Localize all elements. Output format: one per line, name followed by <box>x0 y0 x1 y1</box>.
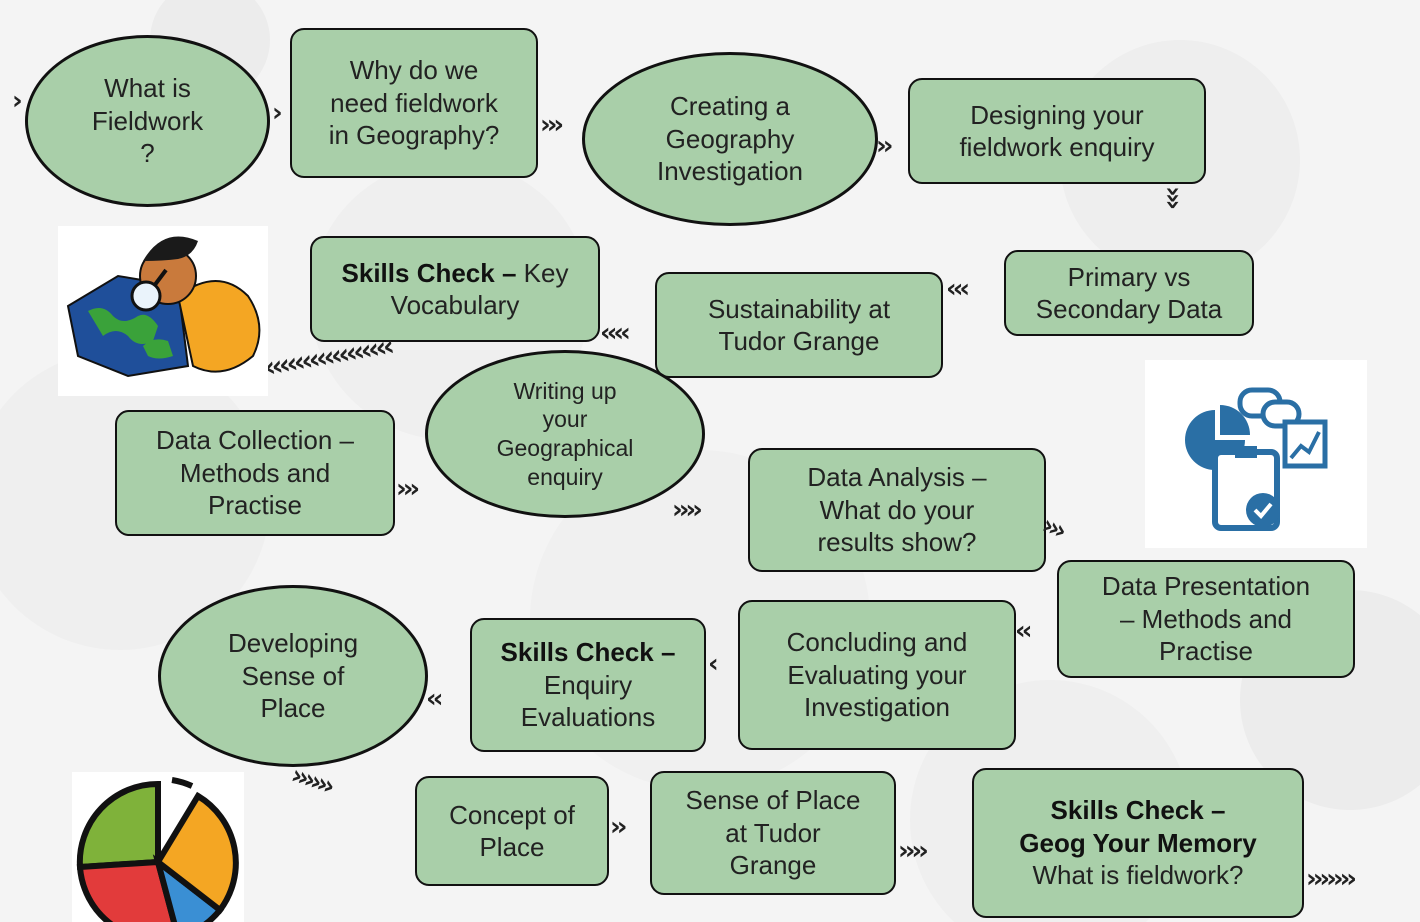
node-line: Investigation <box>804 692 950 723</box>
node-line: Evaluations <box>520 702 656 733</box>
data-analysis-icon <box>1145 360 1367 548</box>
node-line: Vocabulary <box>390 290 520 320</box>
node-line: Secondary Data <box>1035 294 1223 324</box>
node-concept-place[interactable]: Concept of Place <box>415 776 609 886</box>
node-line: fieldwork enquiry <box>959 132 1155 162</box>
node-line: ? <box>140 138 155 169</box>
node-writing-up[interactable]: Writing up your Geographical enquiry <box>425 350 705 518</box>
node-why-fieldwork[interactable]: Why do we need fieldwork in Geography? <box>290 28 538 178</box>
node-line: What is fieldwork? <box>1032 860 1244 891</box>
node-line: Geographical <box>496 435 634 461</box>
node-line: What do your <box>819 494 975 525</box>
skills-check-title: Geog Your Memory <box>1019 827 1257 858</box>
node-line: Investigation <box>657 156 803 187</box>
arrow-connector: ‹‹ <box>426 684 444 714</box>
node-what-is-fieldwork[interactable]: What is Fieldwork ? <box>25 35 270 207</box>
node-concluding[interactable]: Concluding and Evaluating your Investiga… <box>738 600 1016 750</box>
node-line: Developing <box>227 628 359 659</box>
node-line: need fieldwork <box>330 87 498 118</box>
node-line: Evaluating your <box>787 659 967 690</box>
magnifying-glass-map-boy-icon <box>58 226 268 396</box>
arrow-connector: ›››› <box>672 495 703 525</box>
node-line: Writing up <box>513 377 617 404</box>
node-line: Concept of <box>449 799 575 830</box>
node-line: Sense of <box>241 660 345 691</box>
node-line: your <box>542 406 588 433</box>
node-line: in Geography? <box>328 120 500 151</box>
node-line: Sustainability at <box>707 293 891 324</box>
node-line: enquiry <box>527 463 603 490</box>
skills-check-label: Skills Check – <box>1050 795 1226 826</box>
pie-chart-icon <box>72 772 244 922</box>
arrow-connector-down: ››› <box>1158 186 1188 207</box>
node-line: Primary vs <box>1067 261 1191 292</box>
arrow-end: ››››››› <box>1306 864 1357 894</box>
node-primary-secondary[interactable]: Primary vs Secondary Data <box>1004 250 1254 336</box>
node-line: at Tudor <box>725 817 821 848</box>
node-creating-investigation[interactable]: Creating a Geography Investigation <box>582 52 878 226</box>
node-line: Data Analysis – <box>807 462 987 493</box>
node-line: Grange <box>729 850 817 881</box>
node-line: – Methods and <box>1119 603 1292 634</box>
skills-check-label: Skills Check – <box>500 637 676 668</box>
node-line: What is <box>104 73 191 104</box>
arrow-connector: ›››› <box>898 836 929 866</box>
node-line: Tudor Grange <box>718 326 880 356</box>
node-line: Creating a <box>670 91 790 122</box>
node-line: Designing your <box>970 99 1144 130</box>
node-line: Concluding and <box>786 627 968 658</box>
node-line: Practise <box>1159 636 1253 667</box>
node-data-presentation[interactable]: Data Presentation – Methods and Practise <box>1057 560 1355 678</box>
node-sense-tudor[interactable]: Sense of Place at Tudor Grange <box>650 771 896 895</box>
arrow-connector: › <box>272 98 283 128</box>
arrow-connector: ›› <box>876 131 894 161</box>
node-line: Skills Check – Key <box>342 257 569 290</box>
arrow-connector: ‹‹ <box>1015 616 1033 646</box>
skills-check-label: Skills Check – <box>341 257 517 288</box>
node-skills-enquiry[interactable]: Skills Check – Enquiry Evaluations <box>470 618 706 752</box>
node-line: Place <box>479 832 545 862</box>
node-line: Enquiry <box>543 669 633 700</box>
node-line: Sense of Place <box>685 785 861 816</box>
node-sense-of-place[interactable]: Developing Sense of Place <box>158 585 428 767</box>
arrow-connector: ‹ <box>708 649 719 679</box>
node-line: Methods and <box>179 457 331 488</box>
node-data-analysis[interactable]: Data Analysis – What do your results sho… <box>748 448 1046 572</box>
node-line: Data Collection – <box>156 425 354 456</box>
node-line: Data Presentation <box>1101 571 1311 602</box>
node-sustainability[interactable]: Sustainability at Tudor Grange <box>655 272 943 378</box>
node-line-inline: Key <box>516 257 569 288</box>
node-skills-vocab[interactable]: Skills Check – Key Vocabulary <box>310 236 600 342</box>
node-designing-enquiry[interactable]: Designing your fieldwork enquiry <box>908 78 1206 184</box>
arrow-connector: ‹‹‹‹ <box>600 318 631 348</box>
node-line: Practise <box>208 490 302 521</box>
arrow-start: › <box>12 86 23 116</box>
node-line: Geography <box>665 123 795 154</box>
arrow-connector: ›› <box>610 812 628 842</box>
arrow-connector: ››› <box>396 474 420 504</box>
node-line: Fieldwork <box>91 105 204 136</box>
node-skills-memory[interactable]: Skills Check – Geog Your Memory What is … <box>972 768 1304 918</box>
node-line: Why do we <box>349 55 479 86</box>
node-line: results show? <box>817 527 977 558</box>
node-data-collection[interactable]: Data Collection – Methods and Practise <box>115 410 395 536</box>
arrow-connector: ‹‹‹ <box>946 274 970 304</box>
node-line: Place <box>260 693 326 724</box>
arrow-connector: ››› <box>540 110 564 140</box>
